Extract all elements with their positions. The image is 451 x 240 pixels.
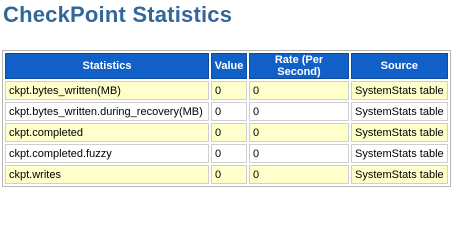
statistic-name-cell: ckpt.bytes_written(MB) — [5, 81, 209, 100]
column-header-value: Value — [211, 53, 247, 79]
value-cell: 0 — [211, 144, 247, 163]
table-row: ckpt.bytes_written.during_recovery(MB) 0… — [5, 102, 448, 121]
source-cell: SystemStats table — [351, 102, 448, 121]
source-cell: SystemStats table — [351, 81, 448, 100]
rate-cell: 0 — [249, 81, 349, 100]
statistic-name-cell: ckpt.completed.fuzzy — [5, 144, 209, 163]
value-cell: 0 — [211, 81, 247, 100]
table-header-row: Statistics Value Rate (Per Second) Sourc… — [5, 53, 448, 79]
rate-cell: 0 — [249, 102, 349, 121]
rate-cell: 0 — [249, 144, 349, 163]
value-cell: 0 — [211, 165, 247, 184]
statistic-name-cell: ckpt.writes — [5, 165, 209, 184]
statistic-name-cell: ckpt.completed — [5, 123, 209, 142]
column-header-rate: Rate (Per Second) — [249, 53, 349, 79]
source-cell: SystemStats table — [351, 123, 448, 142]
source-cell: SystemStats table — [351, 144, 448, 163]
table-row: ckpt.bytes_written(MB) 0 0 SystemStats t… — [5, 81, 448, 100]
table-row: ckpt.completed.fuzzy 0 0 SystemStats tab… — [5, 144, 448, 163]
table-row: ckpt.completed 0 0 SystemStats table — [5, 123, 448, 142]
rate-cell: 0 — [249, 165, 349, 184]
source-cell: SystemStats table — [351, 165, 448, 184]
column-header-statistics: Statistics — [5, 53, 209, 79]
page-title: CheckPoint Statistics — [3, 2, 233, 27]
rate-cell: 0 — [249, 123, 349, 142]
statistic-name-cell: ckpt.bytes_written.during_recovery(MB) — [5, 102, 209, 121]
value-cell: 0 — [211, 102, 247, 121]
column-header-source: Source — [351, 53, 448, 79]
value-cell: 0 — [211, 123, 247, 142]
table-row: ckpt.writes 0 0 SystemStats table — [5, 165, 448, 184]
statistics-table: Statistics Value Rate (Per Second) Sourc… — [2, 50, 451, 187]
